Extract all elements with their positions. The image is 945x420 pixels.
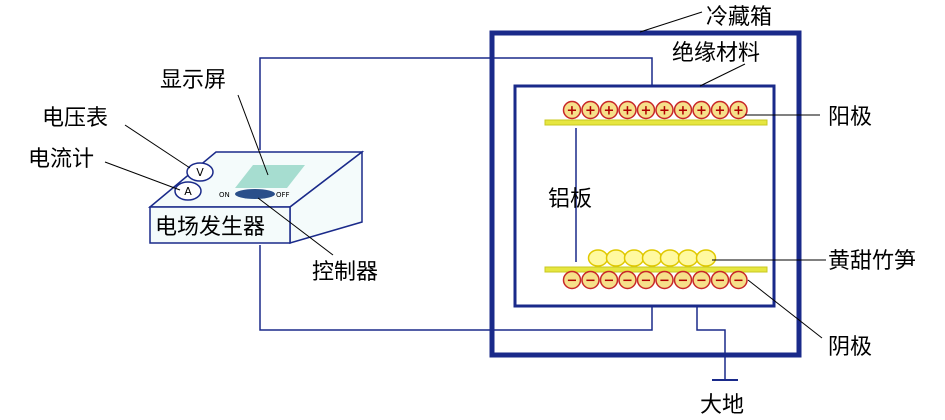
label-ground: 大地 xyxy=(700,393,744,418)
cathode-charge-symbol: − xyxy=(622,274,633,289)
bamboo-shoot xyxy=(605,249,627,267)
cathode-charge xyxy=(599,270,619,290)
voltmeter-dial xyxy=(186,162,214,182)
cathode-charge-symbol: − xyxy=(659,274,670,289)
off-text: OFF xyxy=(276,191,290,199)
voltmeter-symbol: V xyxy=(196,166,204,179)
anode-charge-symbol: + xyxy=(567,104,578,119)
leader-display xyxy=(237,94,269,176)
leader-ammeter xyxy=(104,161,181,191)
leader-voltmeter xyxy=(124,124,191,169)
cathode-charge xyxy=(562,270,582,290)
label-generator: 电场发生器 xyxy=(155,215,265,240)
bamboo-shoot xyxy=(677,249,699,267)
anode-charge-symbol: + xyxy=(715,104,726,119)
anode-charge-symbol: + xyxy=(585,104,596,119)
label-cathode: 阴极 xyxy=(828,335,872,360)
cathode-charge xyxy=(710,270,730,290)
anode-charge-symbol: + xyxy=(659,104,670,119)
anode-charge xyxy=(710,100,730,120)
cathode-charges: −−−−−−−−−− xyxy=(562,270,748,290)
insulation-box xyxy=(513,84,776,308)
cathode-charge-symbol: − xyxy=(567,274,578,289)
label-anode: 阳极 xyxy=(828,105,872,130)
anode-charges: + + + + + + + + + + xyxy=(562,100,748,120)
label-aluminum-plate: 铝板 xyxy=(548,187,592,212)
cathode-charge-symbol: − xyxy=(604,274,615,289)
anode-charge xyxy=(562,100,582,120)
label-display: 显示屏 xyxy=(160,68,226,93)
anode-charge-symbol: + xyxy=(604,104,615,119)
display-screen xyxy=(235,165,305,188)
cathode-charge-symbol: − xyxy=(733,274,744,289)
anode-charge xyxy=(692,100,711,120)
cathode-wire xyxy=(259,245,653,331)
anode-charge-symbol: + xyxy=(641,104,652,119)
ground-wire xyxy=(696,306,726,380)
switch-knob[interactable] xyxy=(235,189,275,199)
anode-charge xyxy=(581,100,600,120)
ammeter-symbol: A xyxy=(184,185,192,198)
bamboo-shoot xyxy=(659,249,681,267)
on-text: ON xyxy=(219,191,230,199)
leader-cathode xyxy=(747,279,823,339)
cathode-charge xyxy=(729,270,748,290)
anode-charge xyxy=(673,100,693,120)
cathode-charge-symbol: − xyxy=(715,274,726,289)
cathode-charge xyxy=(673,270,693,290)
anode-charge xyxy=(655,100,674,120)
cathode-charge-symbol: − xyxy=(585,274,596,289)
label-bamboo-shoots: 黄甜竹笋 xyxy=(828,249,916,274)
leader-insulation xyxy=(699,63,746,87)
label-voltmeter: 电压表 xyxy=(42,106,108,131)
cathode-charge xyxy=(636,270,656,290)
anode-charge-symbol: + xyxy=(733,104,744,119)
leader-controller xyxy=(257,197,334,256)
cathode-charge xyxy=(581,270,600,290)
cathode-charge-symbol: − xyxy=(696,274,707,289)
bamboo-shoot xyxy=(641,249,663,267)
label-insulation: 绝缘材料 xyxy=(672,41,760,66)
anode-wire xyxy=(259,57,653,150)
bamboo-shoot xyxy=(623,249,645,267)
generator-front xyxy=(149,206,291,244)
cathode-plate xyxy=(544,266,768,273)
anode-plate xyxy=(544,119,768,126)
fridge-box xyxy=(489,30,802,358)
cathode-charge-symbol: − xyxy=(678,274,689,289)
leader-fridge xyxy=(639,11,703,33)
anode-charge xyxy=(729,100,748,120)
ammeter-dial xyxy=(174,181,202,201)
anode-charge xyxy=(618,100,637,120)
cathode-charge xyxy=(618,270,637,290)
bamboo-shoots xyxy=(587,249,717,267)
label-fridge: 冷藏箱 xyxy=(706,5,772,30)
anode-charge-symbol: + xyxy=(696,104,707,119)
cathode-charge xyxy=(655,270,674,290)
anode-charge-symbol: + xyxy=(678,104,689,119)
bamboo-shoot xyxy=(695,249,717,267)
anode-charge xyxy=(636,100,656,120)
label-ammeter: 电流计 xyxy=(28,147,94,172)
cathode-charge xyxy=(692,270,711,290)
bamboo-shoot xyxy=(587,249,609,267)
cathode-charge-symbol: − xyxy=(641,274,652,289)
label-controller: 控制器 xyxy=(312,260,378,285)
anode-charge-symbol: + xyxy=(622,104,633,119)
anode-charge xyxy=(599,100,619,120)
